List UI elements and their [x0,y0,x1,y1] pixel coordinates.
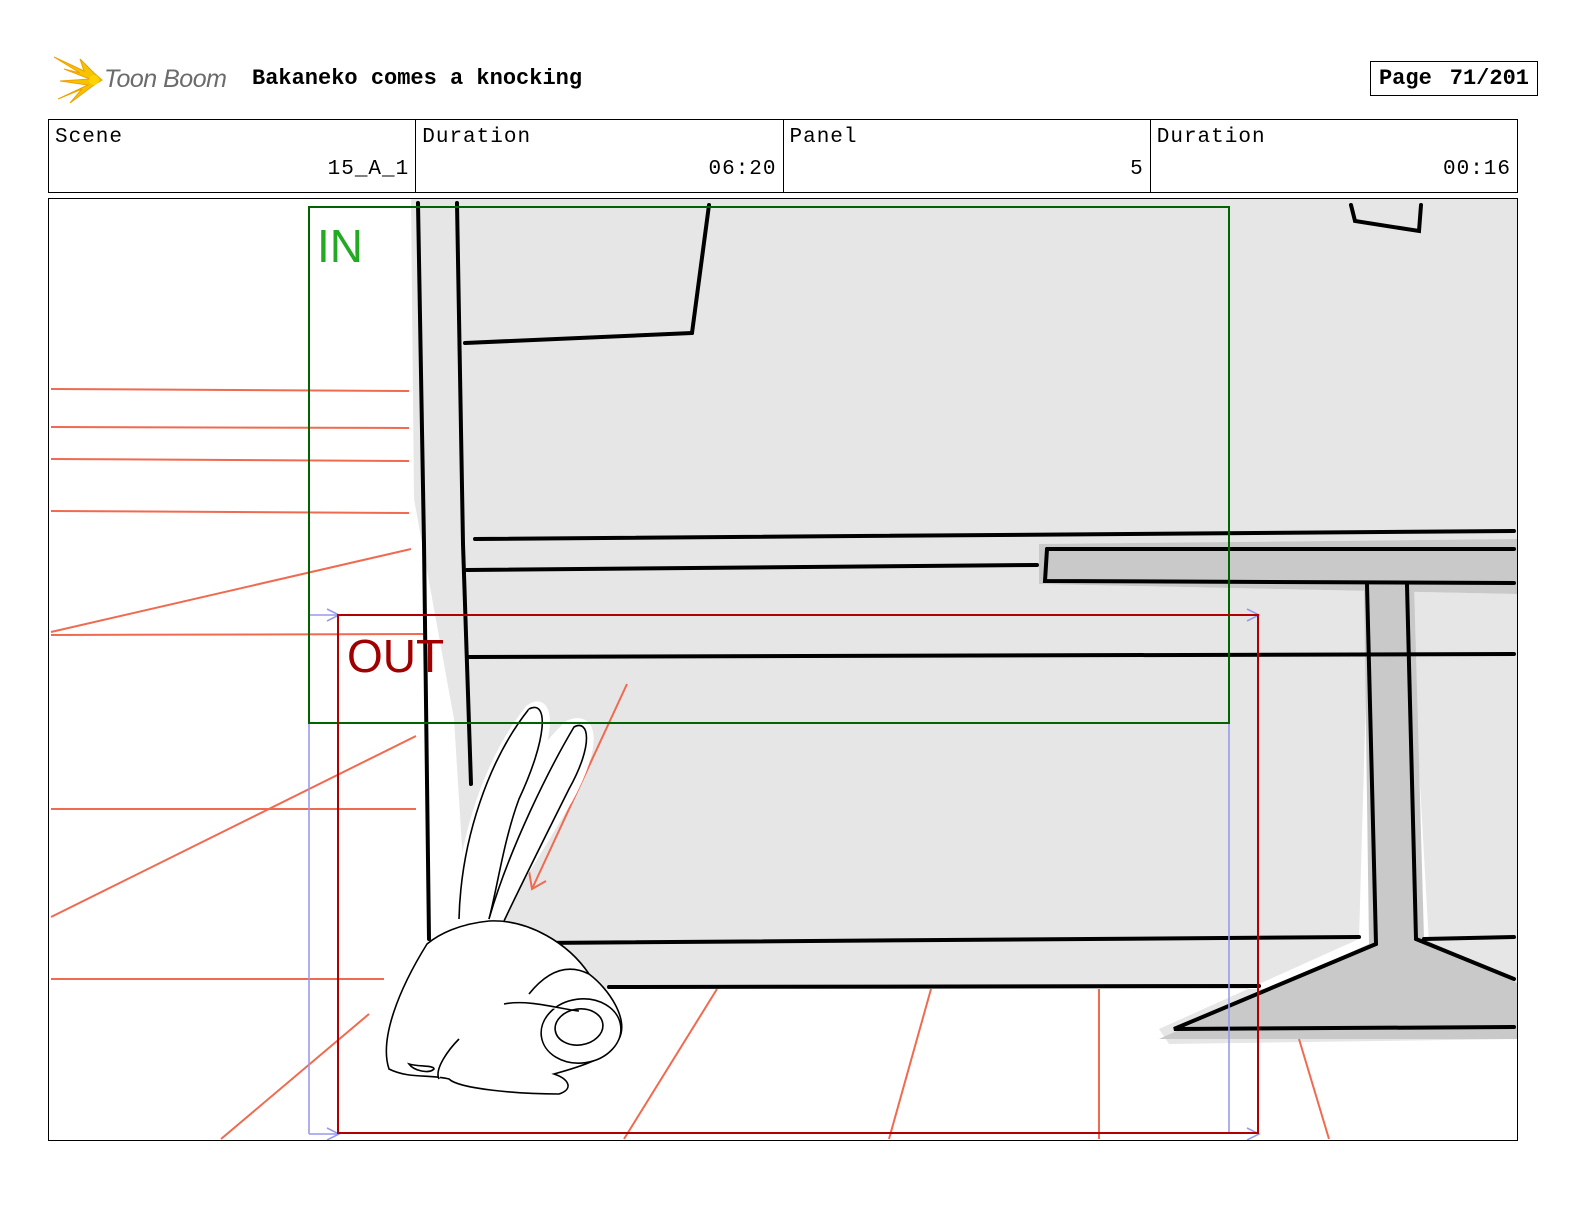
storyboard-panel-drawing: IN OUT [48,198,1518,1141]
rabbit-sketch [385,701,623,1095]
panel-duration-label: Duration [1156,126,1266,149]
in-frame [308,206,1230,724]
in-frame-label: IN [317,220,363,272]
scene-cell: Scene 15_A_1 [49,120,417,192]
storyboard-header: Toon Boom Bakaneko comes a knocking Page… [48,55,1538,105]
panel-duration-value: 00:16 [1442,158,1511,181]
scene-duration-cell: Duration 06:20 [416,120,784,192]
out-frame-label: OUT [347,630,445,682]
scene-label: Scene [55,126,124,149]
panel-info-table: Scene 15_A_1 Duration 06:20 Panel 5 Dura… [48,119,1518,193]
scene-value: 15_A_1 [327,158,410,181]
background-fills [411,199,1517,1044]
panel-sketch [50,199,1517,1140]
page-label: Page [1378,66,1432,91]
panel-cell: Panel 5 [784,120,1151,192]
starburst-icon [53,56,103,104]
logo-text: Toon Boom [104,65,227,93]
scene-duration-value: 06:20 [708,158,777,181]
out-frame [337,614,1259,1134]
page-number: 71/201 [1449,66,1529,91]
panel-value: 5 [1130,158,1144,181]
toon-boom-logo: Toon Boom [48,55,248,105]
page-indicator: Page 71/201 [1369,61,1538,96]
panel-duration-cell: Duration 00:16 [1151,120,1517,192]
storyboard-title: Bakaneko comes a knocking [252,66,583,91]
scene-duration-label: Duration [422,126,532,149]
panel-label: Panel [789,126,858,149]
perspective-guides [50,388,1330,1140]
ink-lines [416,201,1516,1031]
